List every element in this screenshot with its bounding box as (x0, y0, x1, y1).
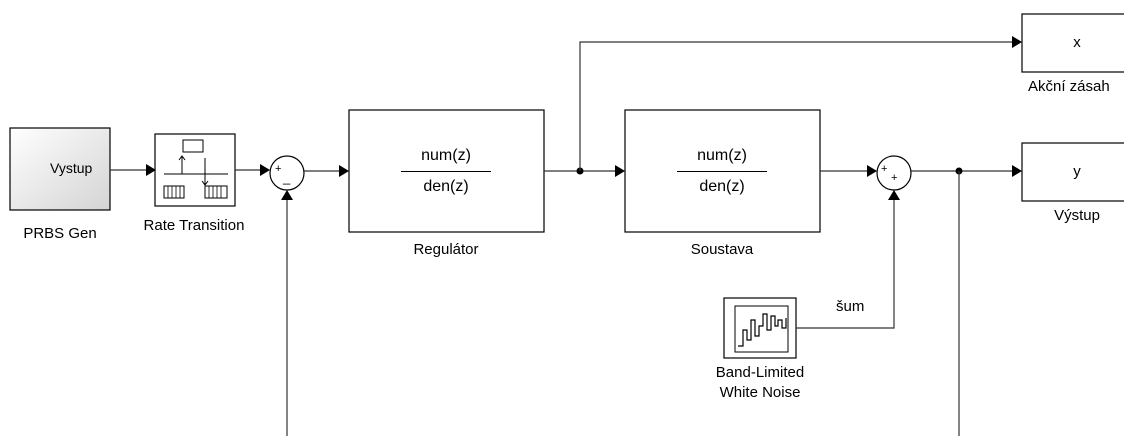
out-y-block-name: Výstup (1054, 207, 1100, 224)
out-x-block[interactable] (1021, 13, 1124, 73)
plant-fraction-bar (677, 171, 767, 173)
plant-denominator: den(z) (699, 178, 745, 196)
prbs-gen-block[interactable] (9, 127, 111, 211)
plant-block[interactable] (624, 109, 821, 233)
rate-transition-name: Rate Transition (143, 217, 245, 234)
noise-signal-label: šum (836, 298, 865, 315)
sum2-sign-bottom: + (891, 172, 898, 184)
regulator-transfer-function: num(z) den(z) (401, 147, 491, 197)
regulator-numerator: num(z) (421, 147, 471, 164)
sum2-sign-top: + (881, 163, 888, 175)
noise-block[interactable] (723, 297, 797, 359)
out-y-port-label: y (1073, 163, 1081, 180)
regulator-denominator: den(z) (423, 178, 469, 196)
signal-wires (110, 36, 1022, 436)
noise-name-line2: White Noise (719, 384, 801, 401)
plant-transfer-function: num(z) den(z) (677, 147, 767, 197)
sum1-sign-top: + (275, 163, 282, 175)
noise-name-line1: Band-Limited (715, 364, 805, 381)
plant-block-name: Soustava (690, 241, 754, 258)
regulator-block-name: Regulátor (413, 241, 479, 258)
out-x-port-label: x (1073, 34, 1081, 51)
prbs-block-name: PRBS Gen (23, 225, 97, 242)
regulator-fraction-bar (401, 171, 491, 173)
rate-transition-block[interactable] (154, 133, 236, 207)
prbs-port-label: Vystup (50, 160, 93, 176)
plant-numerator: num(z) (697, 147, 747, 164)
out-x-block-name: Akční zásah (1028, 78, 1110, 95)
sum1-sign-bottom: _ (283, 170, 291, 185)
regulator-block[interactable] (348, 109, 545, 233)
out-y-block[interactable] (1021, 142, 1124, 202)
